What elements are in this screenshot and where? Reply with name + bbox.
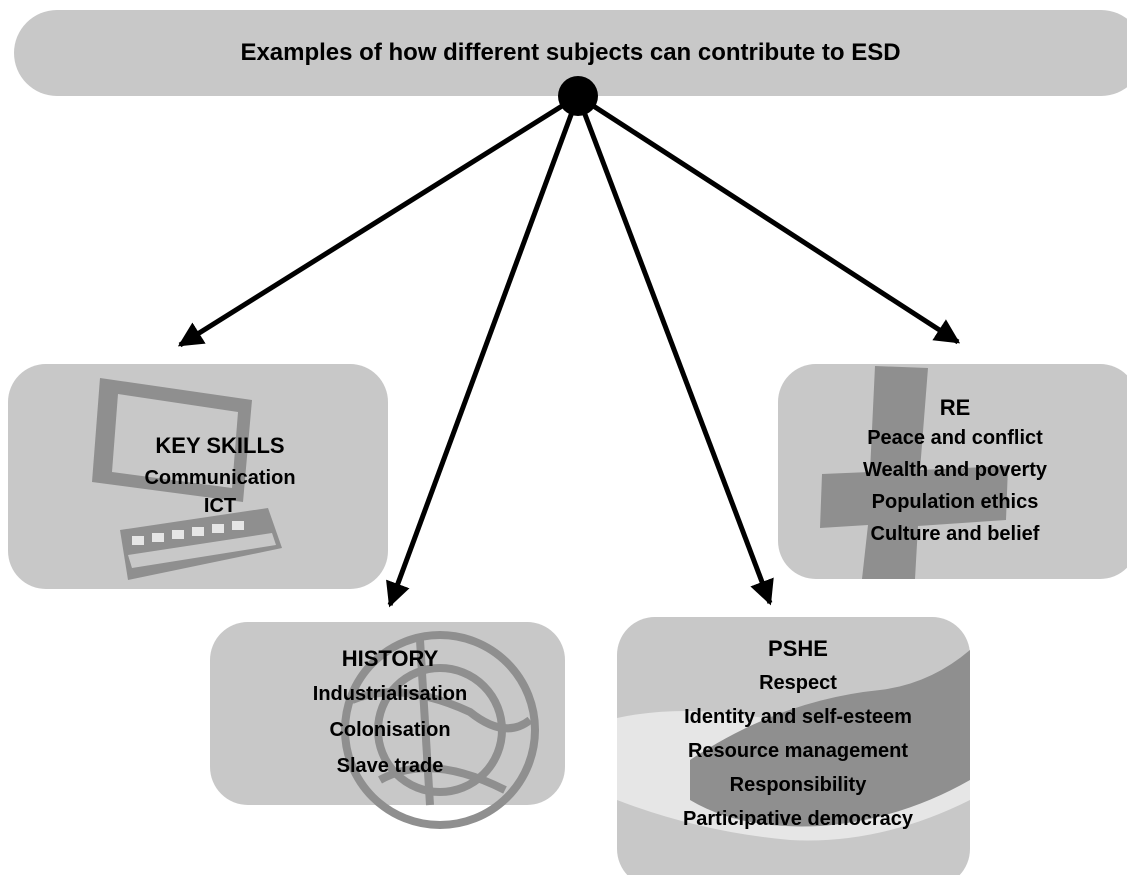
pshe-item: Respect xyxy=(759,672,837,694)
diagram-title: Examples of how different subjects can c… xyxy=(240,39,901,66)
arrow-to-re xyxy=(576,93,961,345)
pshe-box xyxy=(617,617,970,875)
history-item: Industrialisation xyxy=(312,683,468,705)
pshe-item: Resource management xyxy=(687,740,909,762)
pshe-item: Responsibility xyxy=(729,774,867,796)
key-skills-item: Communication xyxy=(144,467,296,489)
handshake-icon xyxy=(617,650,970,841)
key-skills-box xyxy=(8,364,388,589)
key-skills-item: ICT xyxy=(203,495,237,517)
computer-icon xyxy=(92,378,282,580)
cross-icon xyxy=(820,366,1008,579)
history-label: HISTORY Industrialisation Colonisation S… xyxy=(240,642,540,784)
re-box xyxy=(778,364,1127,579)
globe-icon xyxy=(341,631,539,829)
re-item: Culture and belief xyxy=(870,523,1040,545)
pshe-item: Participative democracy xyxy=(682,808,914,830)
hub-node xyxy=(558,76,598,116)
history-heading: HISTORY xyxy=(341,646,439,671)
key-skills-label: KEY SKILLS Communication ICT xyxy=(75,428,365,520)
re-item: Peace and conflict xyxy=(867,427,1043,449)
arrow-to-history xyxy=(386,95,581,608)
key-skills-heading: KEY SKILLS xyxy=(155,433,285,458)
pshe-item: Identity and self-esteem xyxy=(684,706,912,728)
re-item: Wealth and poverty xyxy=(862,459,1048,481)
re-item: Population ethics xyxy=(871,491,1039,513)
history-item: Slave trade xyxy=(336,755,444,777)
pshe-heading: PSHE xyxy=(768,636,828,661)
pshe-label: PSHE Respect Identity and self-esteem Re… xyxy=(628,632,968,836)
arrow-to-key-skills xyxy=(177,93,580,348)
title-bar xyxy=(14,10,1127,96)
arrow-to-pshe xyxy=(575,95,774,606)
history-box xyxy=(210,622,565,829)
re-heading: RE xyxy=(939,395,971,420)
re-label: RE Peace and conflict Wealth and poverty… xyxy=(790,394,1120,550)
history-item: Colonisation xyxy=(329,719,451,741)
